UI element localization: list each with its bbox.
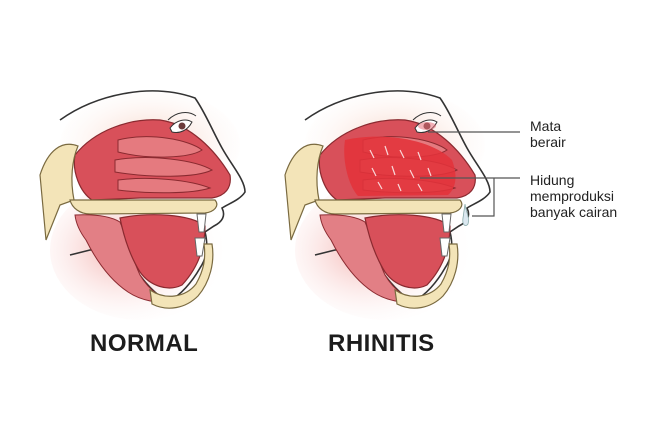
- rhinitis-caption: RHINITIS: [328, 330, 435, 357]
- watery-eye: [418, 122, 436, 130]
- rhinitis-anatomy-illustration: [284, 89, 491, 321]
- watery-eyes-line: berair: [530, 134, 566, 150]
- mucus-streaks: [369, 145, 432, 192]
- runny-nose-label: Hidung memproduksi banyak cairan: [530, 172, 617, 220]
- watery-eyes-label: Mata berair: [530, 118, 566, 150]
- runny-nose-line: memproduksi: [530, 188, 615, 204]
- callout-line-drip-connector: [472, 178, 495, 217]
- runny-nose-line: banyak cairan: [530, 204, 618, 220]
- watery-eyes-line: Mata: [530, 118, 562, 134]
- runny-nose-line: Hidung: [530, 172, 575, 188]
- normal-anatomy-illustration: [39, 89, 246, 321]
- normal-caption: NORMAL: [90, 330, 199, 357]
- nasal-drip: [462, 203, 469, 226]
- callout-lines: [420, 131, 520, 217]
- inflamed-mucosa: [344, 136, 456, 196]
